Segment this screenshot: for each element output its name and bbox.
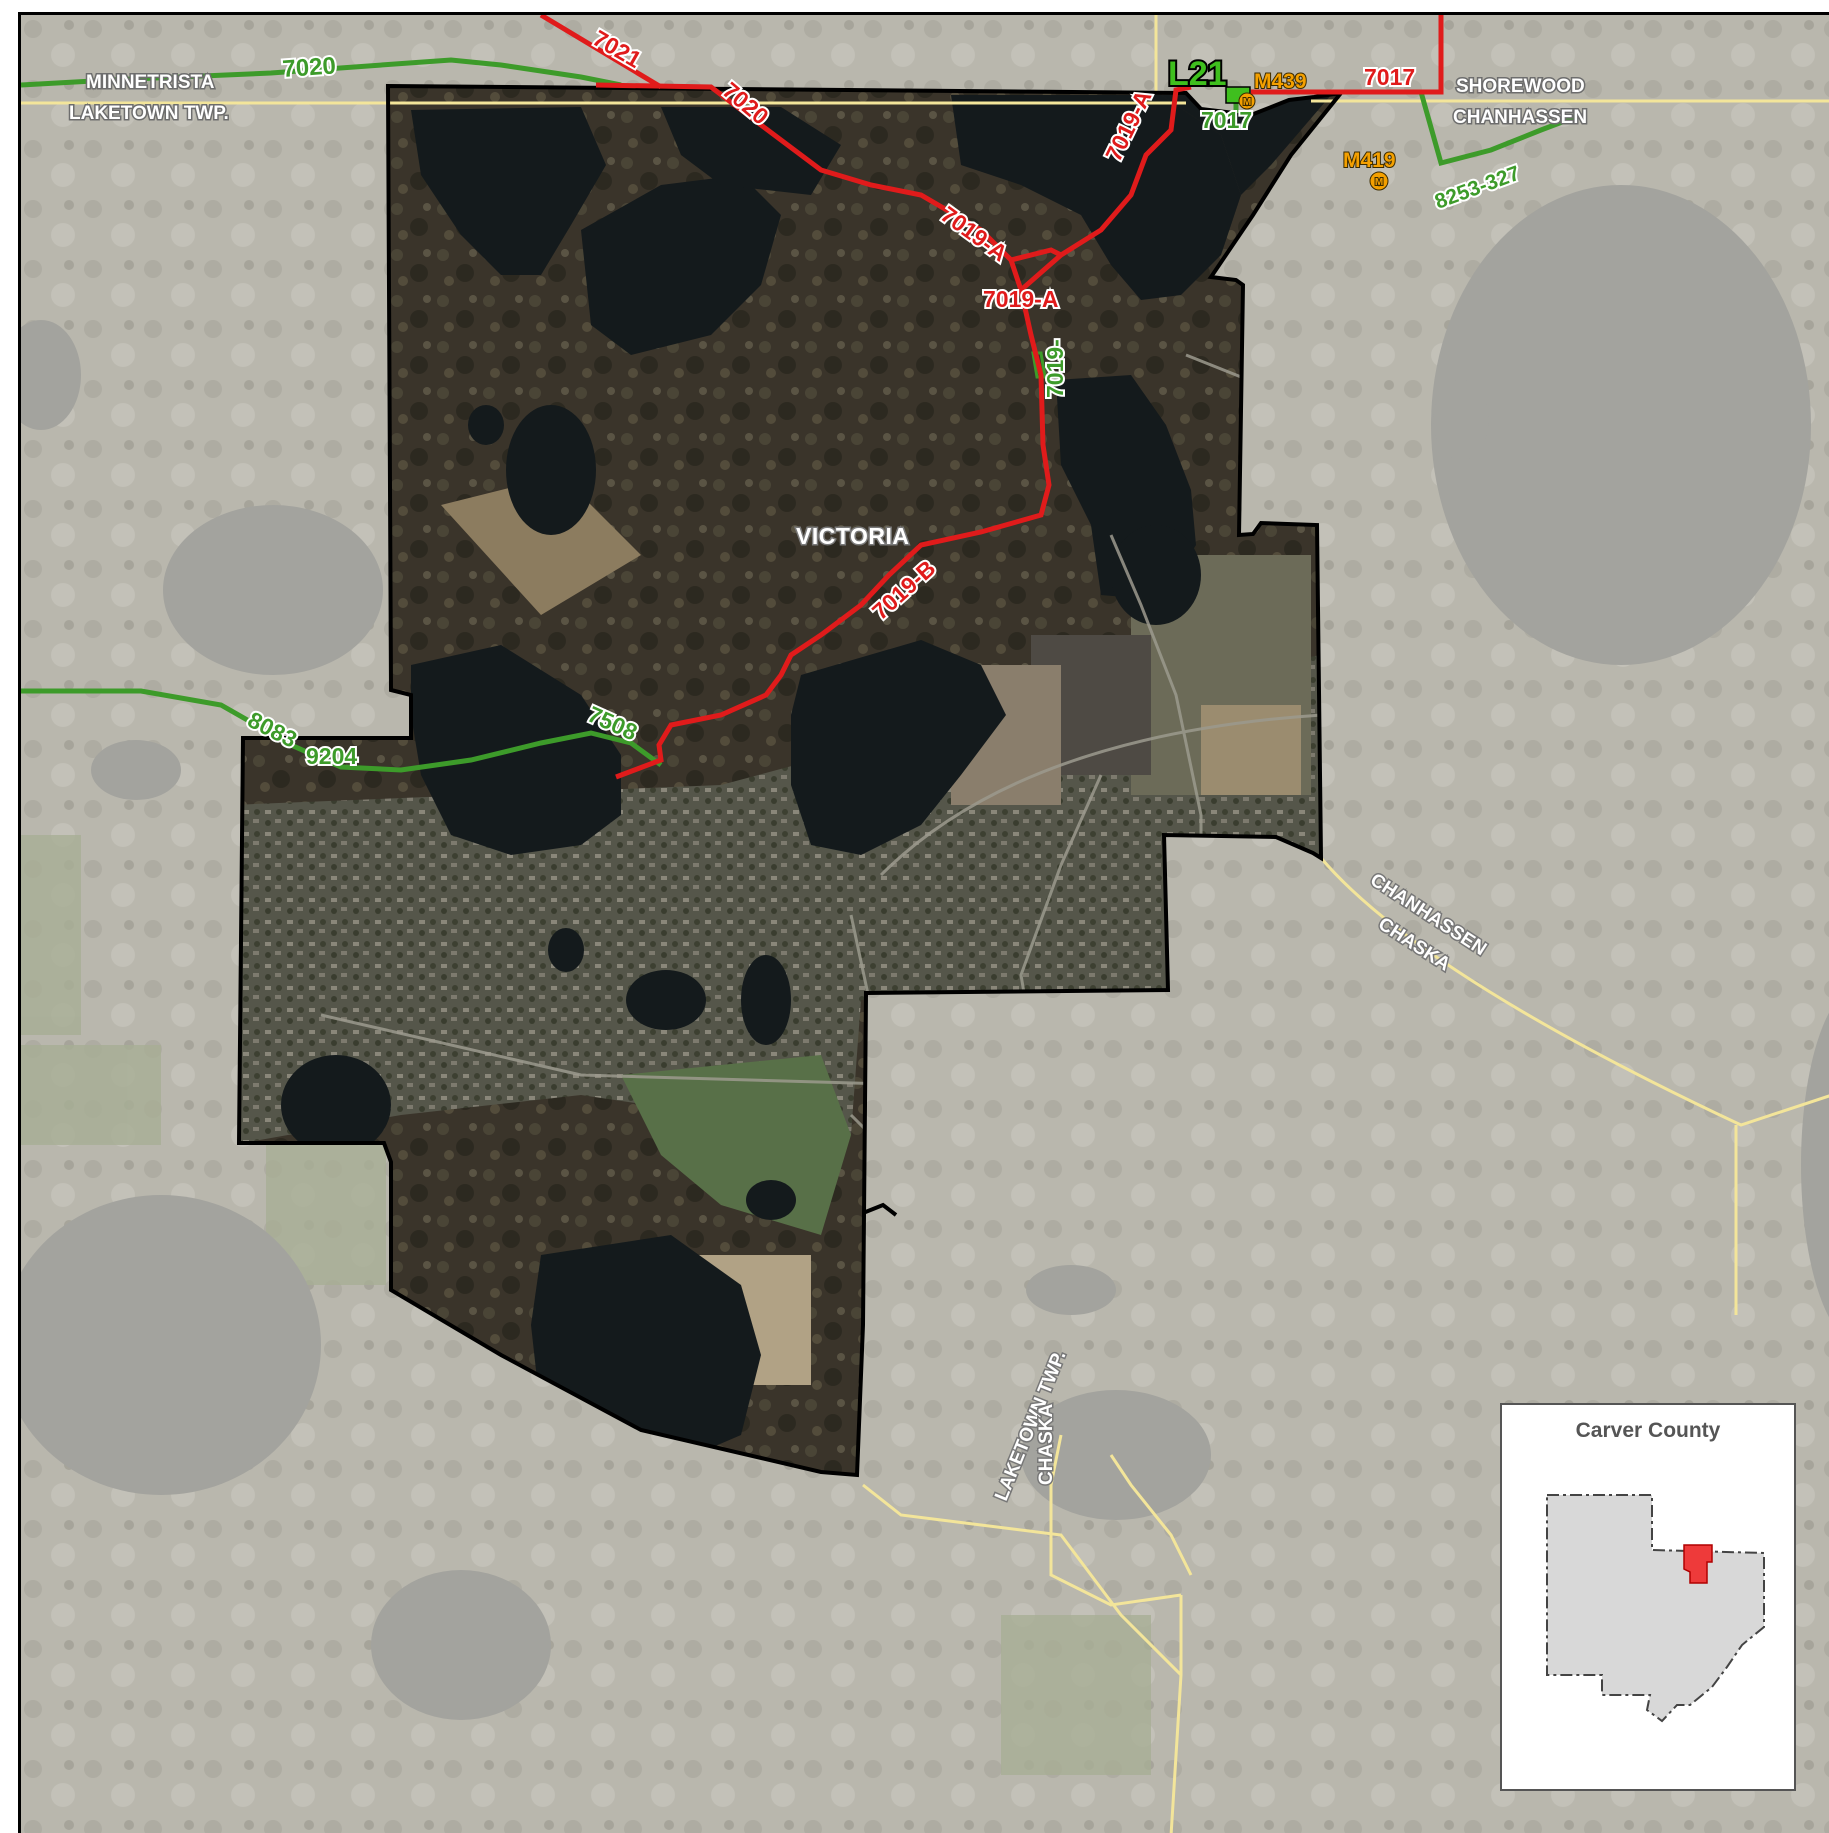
label-m439: M439 bbox=[1254, 70, 1307, 93]
golf-course bbox=[621, 1055, 851, 1235]
inset-title: Carver County bbox=[1575, 1419, 1721, 1442]
label-shorewood: SHOREWOOD bbox=[1456, 76, 1585, 97]
label-route-7017-green: 7017 bbox=[1201, 107, 1252, 133]
marker-m-2: M bbox=[1375, 177, 1383, 188]
route-8253-line bbox=[1418, 91, 1582, 167]
red-routes bbox=[539, 15, 1444, 780]
city-lakes bbox=[281, 95, 1331, 1465]
municipal-lines bbox=[21, 15, 1829, 1833]
route-7019a-line bbox=[1019, 84, 1192, 292]
label-chaska-s: CHASKA bbox=[1036, 1403, 1057, 1485]
inset-county-svg bbox=[1546, 1494, 1765, 1723]
label-route-9204: 9204 bbox=[306, 743, 357, 769]
inset-locator-map: Carver County bbox=[1500, 1403, 1796, 1791]
label-m419: M419 bbox=[1343, 149, 1396, 172]
victoria-locator bbox=[1683, 1544, 1713, 1584]
boundary-spur bbox=[862, 1202, 898, 1217]
route-7019a-spur bbox=[1010, 247, 1063, 263]
label-route-7020-green: 7020 bbox=[282, 52, 337, 83]
county-outline bbox=[1546, 1494, 1765, 1723]
label-minnetrista: MINNETRISTA bbox=[86, 72, 215, 93]
route-7020-red-line bbox=[595, 82, 1052, 780]
label-l21: L21 bbox=[1168, 55, 1227, 93]
label-victoria: VICTORIA bbox=[796, 523, 909, 549]
route-7019-green-line bbox=[1031, 351, 1047, 379]
route-7021-line bbox=[539, 15, 663, 90]
label-laketown-nw: LAKETOWN TWP. bbox=[69, 103, 229, 124]
marker-m-1: M bbox=[1243, 97, 1251, 108]
l21-segment: M bbox=[1225, 86, 1256, 110]
route-7017-red-line bbox=[1251, 15, 1444, 95]
map-canvas[interactable]: M M MINNETRISTA LAKETOWN TWP. SHOREWOOD … bbox=[21, 15, 1829, 1833]
outside-fields bbox=[21, 835, 1151, 1775]
label-route-7017-red: 7017 bbox=[1364, 64, 1415, 90]
route-7020-green-line bbox=[21, 57, 622, 88]
route-8083-line bbox=[21, 688, 663, 773]
label-route-7019-green: 7019- bbox=[1042, 339, 1068, 398]
label-chanhassen-ne: CHANHASSEN bbox=[1453, 107, 1587, 128]
map-frame: M M MINNETRISTA LAKETOWN TWP. SHOREWOOD … bbox=[18, 12, 1829, 1833]
label-route-7019a-c: 7019-A bbox=[983, 286, 1058, 312]
outside-lakes bbox=[21, 185, 1829, 1720]
m419-marker: M bbox=[1369, 171, 1389, 191]
